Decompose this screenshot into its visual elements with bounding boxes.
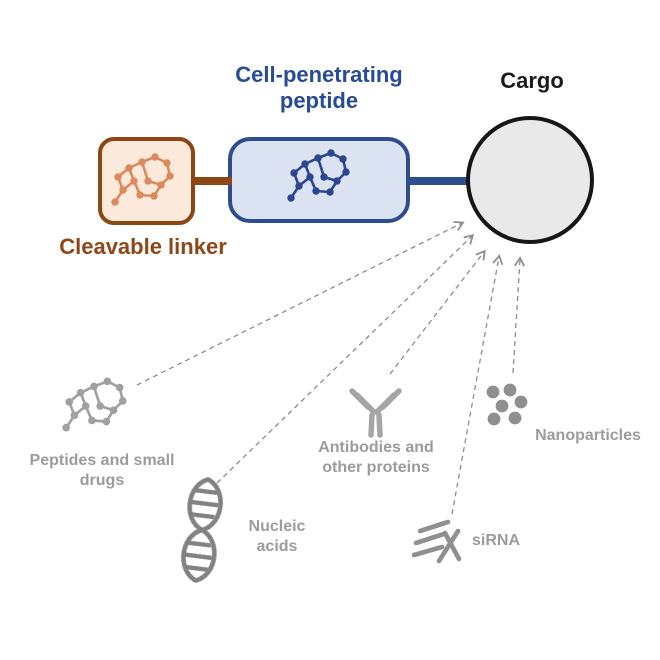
sirna-label: siRNA: [472, 532, 521, 549]
antibodies-proteins-label: Antibodies and other proteins: [318, 439, 434, 476]
cpp-cargo-connector: [407, 177, 469, 185]
linker-cpp-connector: [192, 177, 232, 185]
dna-helix-icon: [180, 476, 224, 584]
cleavable-linker-label: Cleavable linker: [59, 234, 227, 259]
molecule-icon: [61, 374, 129, 434]
arrow-antibodies-to-cargo: [389, 249, 486, 375]
peptides-small-drugs-label: Peptides and small drugs: [29, 452, 175, 489]
cell-penetrating-peptide-label: Cell-penetrating peptide: [235, 62, 403, 113]
antibody-icon: [349, 388, 402, 438]
linker-molecule-icon: [110, 150, 176, 208]
cpp-molecule-icon: [286, 146, 352, 204]
cargo-circle: [466, 116, 594, 244]
nanoparticles-label: Nanoparticles: [535, 427, 641, 444]
arrow-nanoparticles-to-cargo: [512, 256, 526, 374]
nucleic-acids-label: Nucleic acids: [248, 518, 306, 555]
sirna-strands-icon: [411, 519, 462, 564]
cargo-label: Cargo: [500, 68, 564, 93]
nanoparticles-icon: [486, 383, 528, 426]
